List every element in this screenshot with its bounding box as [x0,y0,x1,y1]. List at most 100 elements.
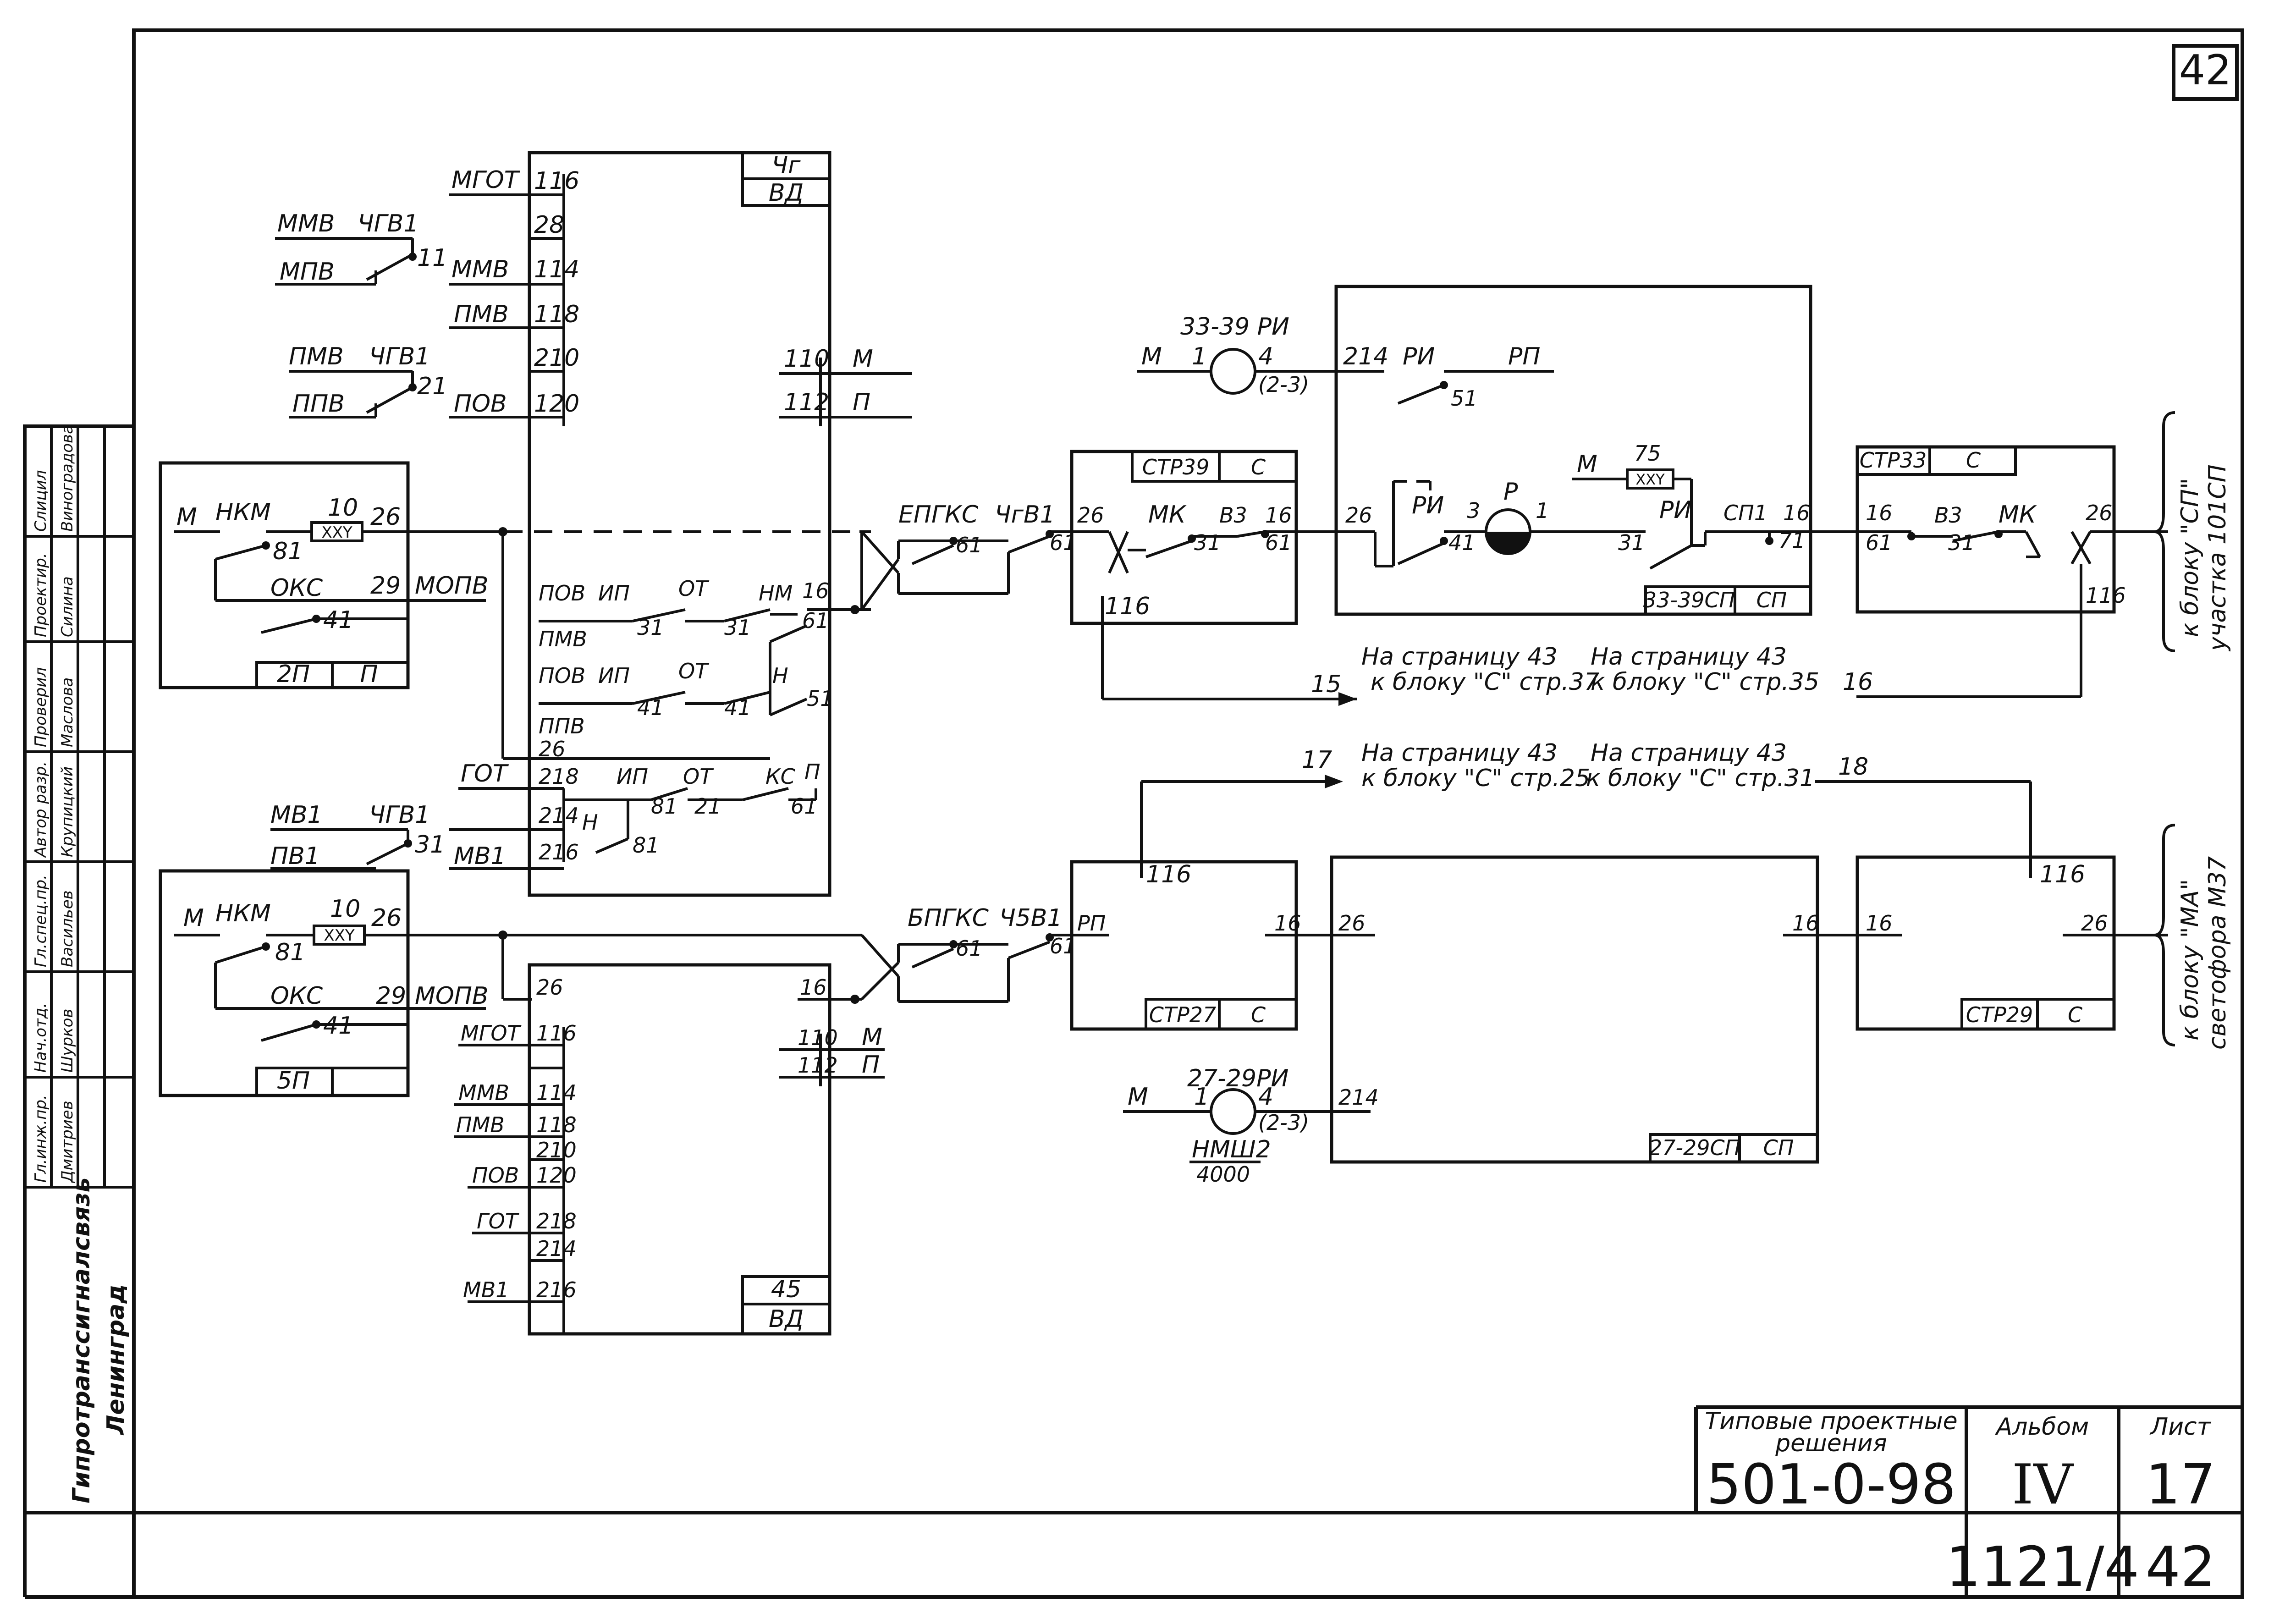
label-4-ri: 4 [1258,343,1273,370]
label-mv1-b: МВ1 [454,842,506,870]
block-5p-label: 5П [277,1067,310,1095]
label-chgv1-b: ЧГВ1 [369,343,430,370]
label-xxy-5p: XXY [324,926,355,945]
label-ch5v1: Ч5В1 [999,904,1063,932]
label-4000: 4000 [1196,1162,1250,1187]
label-h: Н [772,663,788,688]
label-h-r3: Н [582,810,598,835]
label-112: 112 [784,389,829,416]
stamp-code: 501-0-98 [1707,1453,1956,1517]
label-41-2p: 41 [323,606,353,634]
label-m-45: М [862,1024,882,1051]
label-mmv-2: ММВ [451,256,509,283]
stamp-page-no: 42 [2146,1536,2216,1599]
block-str27: СТР27 С РП 16 116 [1070,860,1329,1031]
label-16-sp1: 16 [1783,501,1810,525]
crossover-epgks: ЕПГКС ЧгВ1 61 61 [850,501,1077,614]
block-str39-label: СТР39 [1142,455,1210,479]
block-str33: СТР33 С 16 В3 МК 26 61 31 116 [1815,445,2168,698]
label-1-r: 1 [1536,498,1549,523]
label-214-ri: 214 [1343,343,1388,370]
side-role-0: Гл.инж.пр. [32,1095,50,1183]
label-10-5p: 10 [330,895,360,923]
ref-2a: На страницу 43 [1591,643,1787,671]
label-214-2729: 214 [1338,1085,1379,1110]
block-2p: 2П П XXY М НКМ 10 26 81 ОКС 29 МОПВ 41 [159,461,504,689]
label-26-r2: 26 [539,737,566,761]
label-ppv: ППВ [292,390,345,418]
label-mk-str33: МК [1999,501,2037,528]
sheet-number-box [2172,44,2239,101]
block-45-label: 45 [771,1276,801,1303]
label-31-str33: 31 [1948,530,1975,555]
label-26-45: 26 [536,975,563,1000]
label-m-75: М [1577,451,1597,478]
label-61-epgks: 61 [956,533,983,557]
label-m-2p: М [176,503,197,531]
side-role-2: Гл.спец.пр. [32,875,50,967]
label-mopv-2p: МОПВ [415,572,489,600]
label-oks-2p: ОКС [270,574,323,602]
label-ri-2: РИ [1412,492,1444,519]
block-str33-c: С [1966,448,1981,473]
label-81-5p: 81 [275,939,305,966]
label-116: 116 [534,167,579,195]
label-n16: 16 [1843,668,1873,696]
label-r: Р [1503,478,1518,506]
ref-1b: к блоку "С" стр.37 [1371,668,1599,696]
label-29-2p: 29 [370,572,401,600]
label-ip-r1: ИП [598,581,630,606]
block-4g-internal-contacts: ПОВ ИП ОТ НМ 16 31 31 61 ПМВ ПОВ ИП ОТ Н… [270,527,862,870]
page-references: 15 На страницу 43 к блоку "С" стр.37 На … [1140,643,2032,878]
label-26-str39: 26 [1077,503,1104,528]
label-ip-r3: ИП [617,764,648,789]
label-210-45: 210 [536,1138,577,1162]
label-got-45: ГОТ [477,1209,520,1233]
label-61-bpgks: 61 [956,936,983,961]
label-41-ri: 41 [1448,530,1476,555]
block-4g-outputs: 110 М 112 П [779,345,912,426]
label-nm: НМ [759,581,793,606]
label-210: 210 [534,344,579,372]
approval-side-block: Гл.инж.пр. Дмитриев Нач.отд. Шурков Гл.с… [25,424,134,1189]
org-city: Ленинград [102,1284,130,1436]
label-116-str29: 116 [2040,861,2085,888]
label-chgv1-d: ЧгВ1 [995,501,1055,528]
org-name: Гипротранссигналсвязь [68,1178,95,1503]
label-mopv-5p: МОПВ [415,982,489,1010]
label-bpgks: БПГКС [908,904,989,932]
label-214: 214 [539,803,579,828]
stamp-title-2: решения [1775,1430,1887,1457]
label-pv1: ПВ1 [270,842,320,870]
label-pov-r1: ПОВ [539,581,585,606]
label-218: 218 [539,764,579,789]
label-dest-ma2: светофора М37 [2204,856,2231,1050]
label-116-str27: 116 [1146,861,1191,888]
label-nkm-2p: НКМ [215,499,271,526]
label-41-5p: 41 [323,1012,353,1040]
label-61-str39: 61 [1265,530,1292,555]
label-21: 21 [417,373,447,400]
label-114: 114 [534,256,579,283]
label-sp1: СП1 [1723,501,1767,525]
label-got: ГОТ [461,760,509,787]
block-4g-sublabel: ВД [769,179,804,207]
label-81-2p: 81 [273,538,303,565]
label-23-ri27: (2-3) [1258,1110,1309,1135]
relay-ri-27-29: 27-29РИ М 1 4 (2-3) НМШ2 4000 [1123,1065,1329,1187]
sheet-number-top: 42 [2179,46,2232,94]
label-oks-5p: ОКС [270,982,323,1010]
label-n15: 15 [1311,671,1341,698]
label-41-r2b: 41 [724,695,751,720]
block-str39: СТР39 С 26 МК В3 16 31 61 116 [1070,450,1357,700]
label-p-ks: П [804,760,820,784]
block-2729-sp: СП [1763,1135,1794,1160]
label-218-45: 218 [536,1209,577,1233]
block-33-39sp: 33-39СП СП 214 РИ РП 51 XXY [1296,285,1815,616]
label-29-5p: 29 [376,982,406,1010]
stamp-archive-no: 1121/4 [1946,1536,2139,1599]
ref-2b: к блоку "С" стр.35 [1591,668,1819,696]
label-m-5p: М [183,904,204,932]
label-pov-r2: ПОВ [539,663,585,688]
